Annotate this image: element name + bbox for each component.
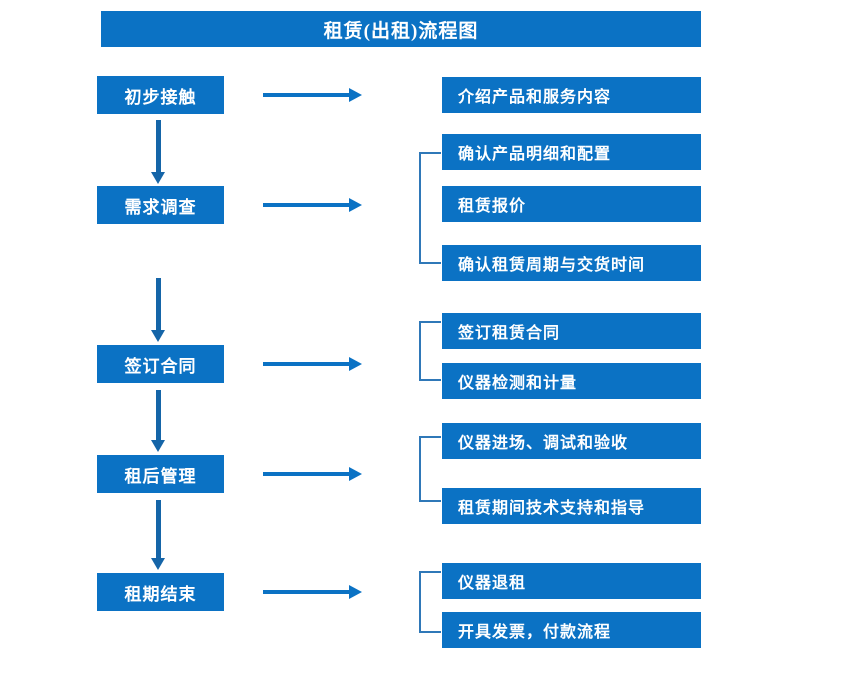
down-arrow-1-shaft [156,120,161,172]
down-arrow-4-shaft [156,500,161,558]
right-arrow-4-shaft [263,472,351,476]
right-arrow-2-head [349,198,362,212]
right-arrow-4-head [349,467,362,481]
down-arrow-2-head [151,330,165,342]
bracket-group-4 [419,436,441,502]
detail-box-4[interactable]: 确认租赁周期与交货时间 [442,245,701,281]
down-arrow-4-head [151,558,165,570]
detail-box-8[interactable]: 租赁期间技术支持和指导 [442,488,701,524]
down-arrow-1 [151,120,165,184]
detail-box-10[interactable]: 开具发票，付款流程 [442,612,701,648]
right-arrow-1 [263,88,362,102]
down-arrow-3 [151,390,165,452]
bracket-group-3 [419,321,441,381]
stage-box-1[interactable]: 初步接触 [97,76,224,114]
right-arrow-5 [263,585,362,599]
bracket-group-2 [419,152,441,264]
down-arrow-4 [151,500,165,570]
stage-box-2[interactable]: 需求调查 [97,186,224,224]
stage-box-3[interactable]: 签订合同 [97,345,224,383]
right-arrow-5-head [349,585,362,599]
down-arrow-3-head [151,440,165,452]
stage-box-5[interactable]: 租期结束 [97,573,224,611]
down-arrow-1-head [151,172,165,184]
right-arrow-1-head [349,88,362,102]
detail-box-1[interactable]: 介绍产品和服务内容 [442,77,701,113]
detail-box-9[interactable]: 仪器退租 [442,563,701,599]
detail-box-2[interactable]: 确认产品明细和配置 [442,134,701,170]
diagram-title: 租赁(出租)流程图 [101,11,701,47]
right-arrow-1-shaft [263,93,351,97]
detail-box-3[interactable]: 租赁报价 [442,186,701,222]
detail-box-5[interactable]: 签订租赁合同 [442,313,701,349]
right-arrow-4 [263,467,362,481]
bracket-group-5 [419,571,441,633]
detail-box-6[interactable]: 仪器检测和计量 [442,363,701,399]
detail-box-7[interactable]: 仪器进场、调试和验收 [442,423,701,459]
down-arrow-2 [151,278,165,342]
stage-box-4[interactable]: 租后管理 [97,455,224,493]
right-arrow-3-head [349,357,362,371]
right-arrow-2-shaft [263,203,351,207]
right-arrow-3 [263,357,362,371]
right-arrow-2 [263,198,362,212]
right-arrow-3-shaft [263,362,351,366]
down-arrow-3-shaft [156,390,161,440]
down-arrow-2-shaft [156,278,161,330]
right-arrow-5-shaft [263,590,351,594]
